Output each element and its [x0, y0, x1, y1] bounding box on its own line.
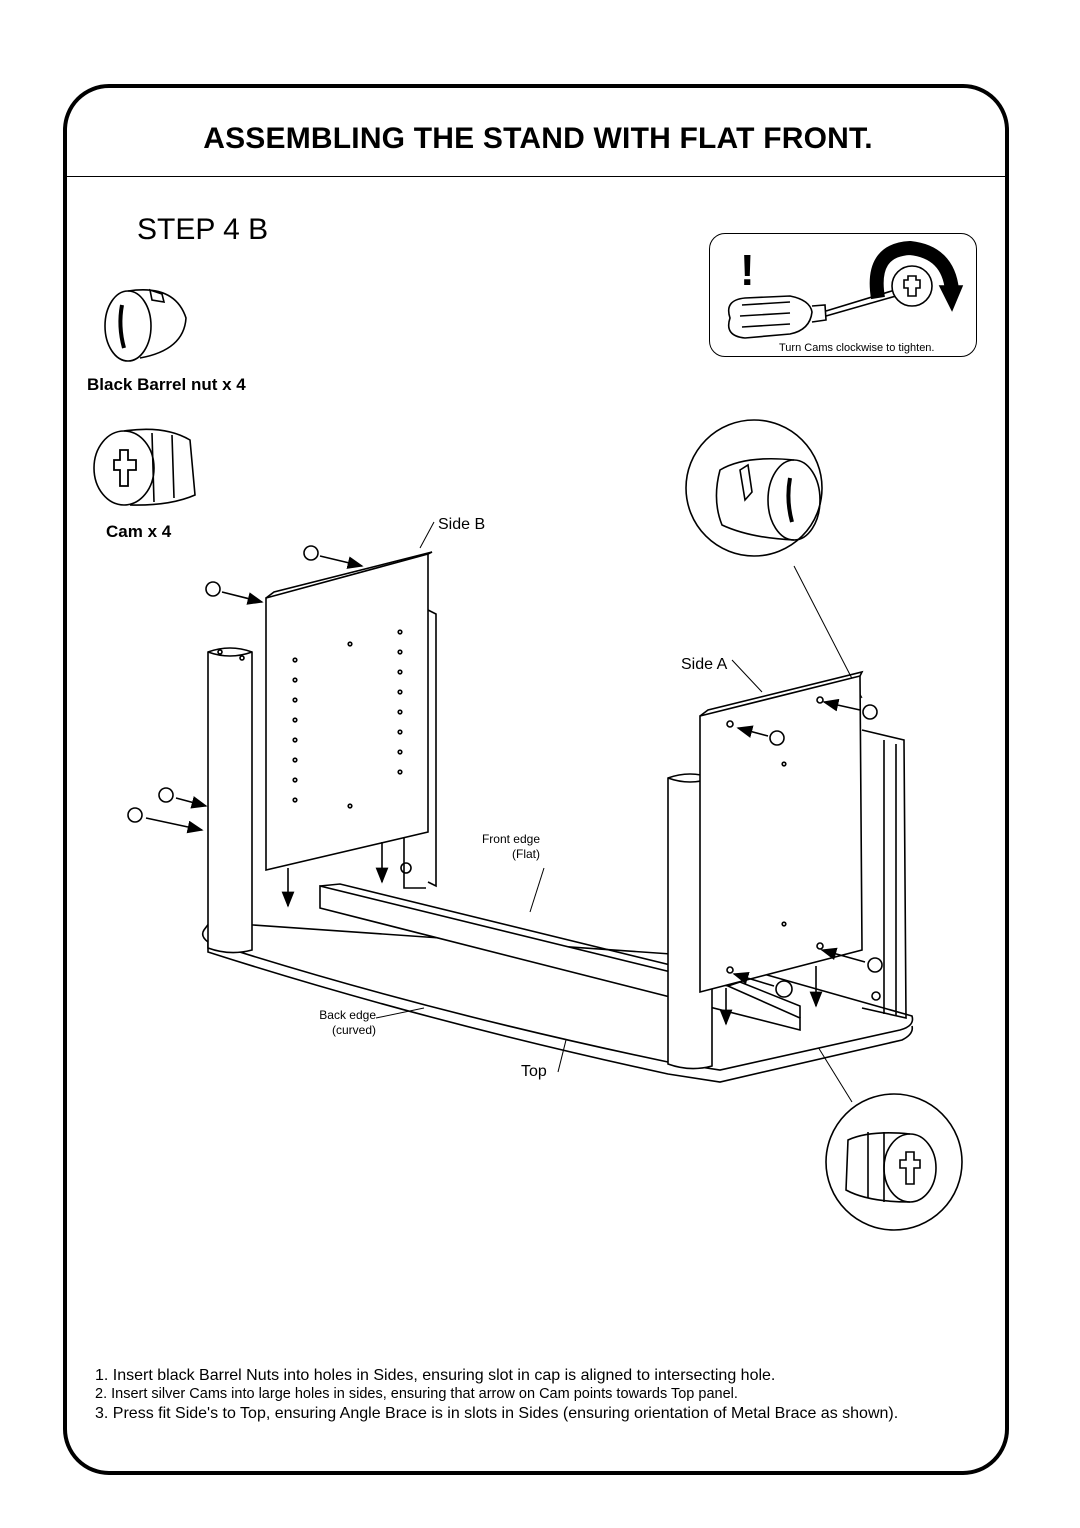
back-edge-line2: (curved)	[331, 1023, 376, 1037]
cam-hardware	[127, 787, 883, 998]
barrel-nut-label: Black Barrel nut x 4	[87, 375, 246, 394]
side-a-label: Side A	[681, 656, 728, 673]
warning-box	[709, 233, 977, 357]
dowel-arrows	[281, 842, 823, 1026]
magnified-barrel-nut	[685, 419, 863, 699]
top-panel	[201, 921, 914, 1083]
instruction-2: 2. Insert silver Cams into large holes i…	[95, 1386, 738, 1402]
back-edge-label: Back edge (curved)	[300, 1008, 376, 1038]
cam-label: Cam x 4	[106, 522, 172, 541]
magnified-cam	[783, 991, 963, 1231]
title-divider	[67, 176, 1009, 177]
step-heading: STEP 4 B	[137, 213, 269, 246]
page-frame	[63, 84, 1009, 1475]
instruction-3: 3. Press fit Side's to Top, ensuring Ang…	[95, 1405, 899, 1422]
front-edge-line2: (Flat)	[512, 847, 540, 861]
screwdriver-icon	[727, 240, 964, 339]
barrel-nut-icon	[104, 288, 187, 362]
left-leg	[207, 647, 253, 954]
leader-lines	[375, 521, 763, 1073]
page-title: ASSEMBLING THE STAND WITH FLAT FRONT.	[203, 122, 873, 155]
front-edge-line1: Front edge	[481, 832, 540, 846]
instruction-1: 1. Insert black Barrel Nuts into holes i…	[95, 1367, 776, 1384]
cam-icon	[93, 428, 196, 506]
barrel-nut-hardware	[205, 545, 878, 746]
top-label: Top	[521, 1063, 547, 1080]
back-edge-line1: Back edge	[319, 1008, 376, 1022]
instructions-list: 1. Insert black Barrel Nuts into holes i…	[95, 1366, 995, 1423]
front-edge-label: Front edge (Flat)	[462, 832, 540, 862]
side-b-label: Side B	[438, 516, 486, 533]
side-a-panel	[699, 670, 907, 1020]
warning-symbol: !	[740, 246, 755, 295]
warning-caption: Turn Cams clockwise to tighten.	[779, 342, 935, 354]
side-b-panel	[265, 551, 437, 889]
